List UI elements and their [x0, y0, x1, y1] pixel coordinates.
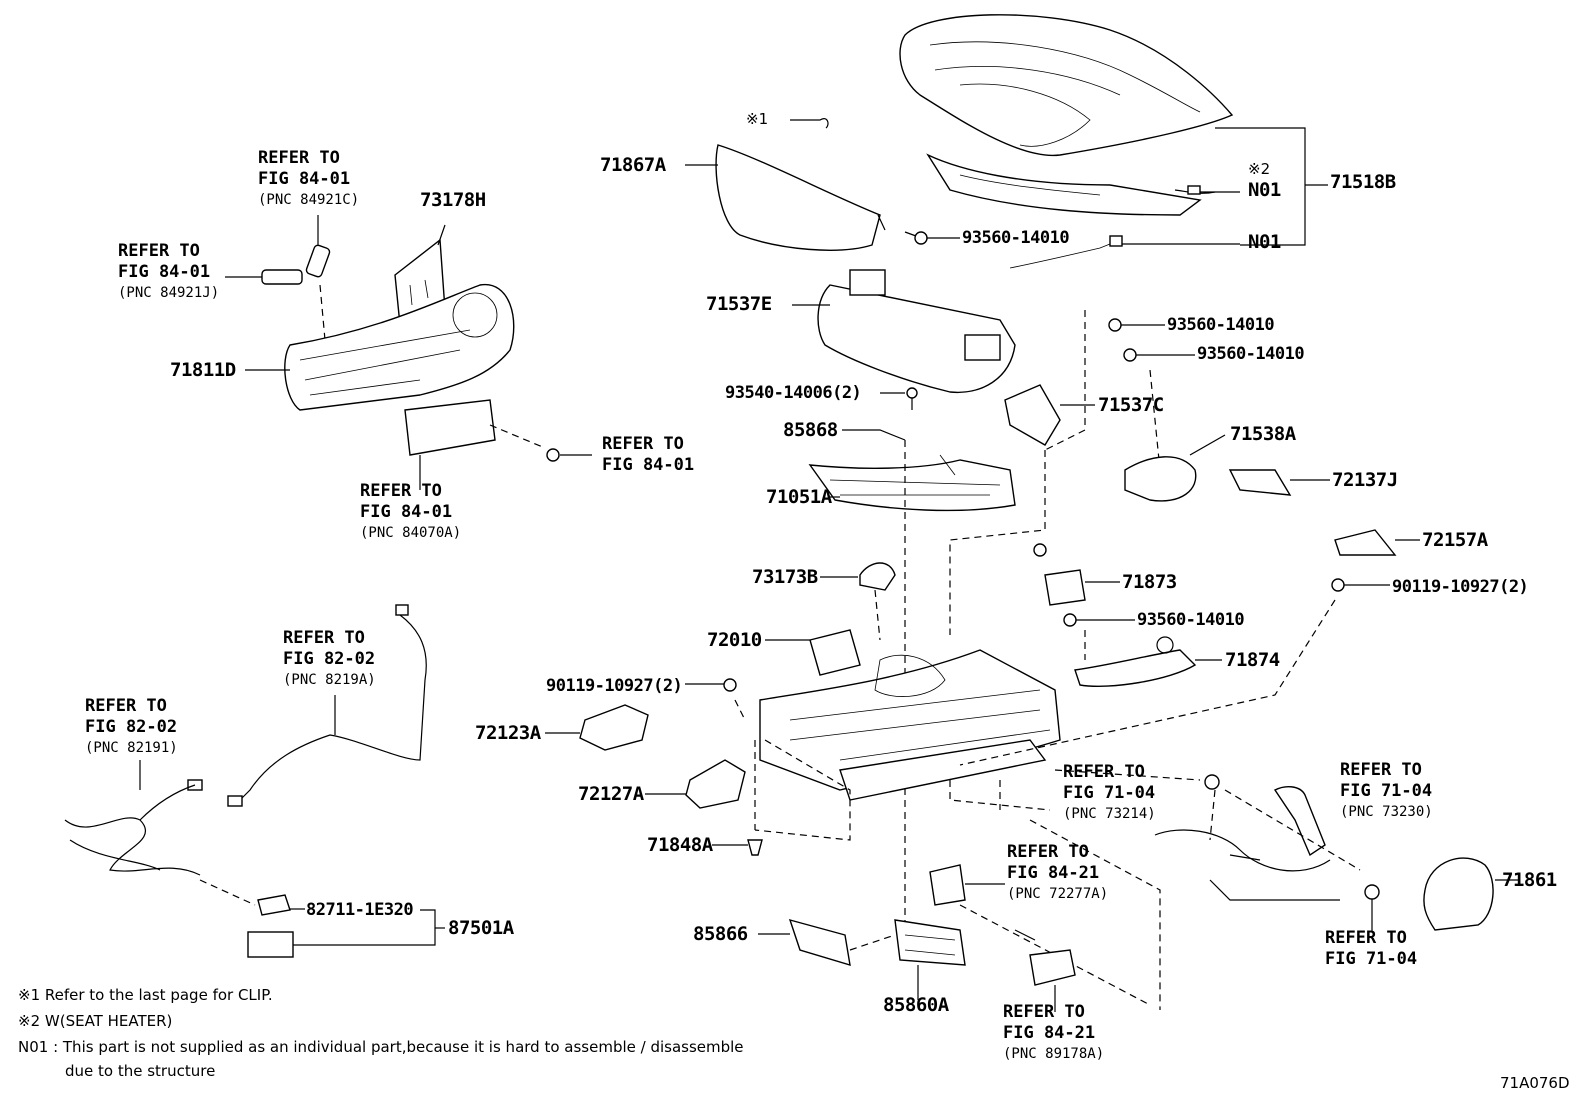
refer-line: REFER TO [85, 696, 167, 716]
refer-fig-71-04-73214: REFER TO FIG 71-04 (PNC 73214) [1063, 762, 1156, 825]
part-label-93560-d: 93560-14010 [1137, 610, 1245, 630]
part-label-71874: 71874 [1225, 649, 1280, 671]
refer-line: REFER TO [118, 241, 200, 261]
refer-line: REFER TO [1325, 928, 1407, 948]
refer-line: REFER TO [1063, 762, 1145, 782]
refer-pnc: (PNC 84921J) [118, 285, 220, 301]
refer-fig: FIG 71-04 [1325, 949, 1418, 969]
part-label-93560-c: 93560-14010 [1197, 344, 1305, 364]
refer-fig-84-01-bolt: REFER TO FIG 84-01 [602, 434, 694, 476]
part-label-71537E: 71537E [706, 293, 772, 315]
part-label-93560-b: 93560-14010 [1167, 315, 1275, 335]
refer-fig: FIG 84-01 [258, 169, 351, 189]
refer-fig-84-01-84070A: REFER TO FIG 84-01 (PNC 84070A) [360, 481, 461, 544]
refer-fig: FIG 82-02 [283, 649, 376, 669]
part-label-73178H: 73178H [420, 189, 486, 211]
part-label-71873: 71873 [1122, 571, 1177, 593]
refer-pnc: (PNC 73214) [1063, 806, 1156, 822]
part-label-72127A: 72127A [578, 783, 644, 805]
part-label-90119-a: 90119-10927(2) [546, 676, 683, 696]
note-mark-1: ※1 [746, 110, 769, 128]
part-label-93560-a: 93560-14010 [962, 228, 1070, 248]
refer-fig-82-02-8219A: REFER TO FIG 82-02 (PNC 8219A) [283, 628, 376, 691]
refer-fig: FIG 84-01 [118, 262, 211, 282]
part-label-n01-heater: N01 [1248, 179, 1281, 201]
refer-line: REFER TO [602, 434, 684, 454]
refer-fig: FIG 71-04 [1063, 783, 1156, 803]
figure-id: 71A076D [1500, 1074, 1570, 1092]
refer-fig-82-02-82191: REFER TO FIG 82-02 (PNC 82191) [85, 696, 178, 759]
part-label-87501A: 87501A [448, 917, 514, 939]
part-label-71848A: 71848A [647, 834, 713, 856]
refer-fig-71-04-73230: REFER TO FIG 71-04 (PNC 73230) [1340, 760, 1433, 823]
part-label-71811D: 71811D [170, 359, 236, 381]
note-mark-2: ※2 [1248, 160, 1271, 178]
refer-fig-71-04-nut: REFER TO FIG 71-04 [1325, 928, 1417, 970]
seat-frame-drawing [759, 629, 1061, 801]
part-label-85860A: 85860A [883, 994, 949, 1016]
part-label-72137J: 72137J [1332, 469, 1398, 491]
refer-line: REFER TO [258, 148, 340, 168]
part-label-73173B: 73173B [752, 566, 818, 588]
refer-line: REFER TO [360, 481, 442, 501]
refer-fig: FIG 71-04 [1340, 781, 1433, 801]
footnote-seat-heater: ※2 W(SEAT HEATER) [18, 1012, 173, 1030]
refer-line: REFER TO [1340, 760, 1422, 780]
refer-fig-84-21-89178A: REFER TO FIG 84-21 (PNC 89178A) [1003, 1002, 1104, 1065]
part-label-71051A: 71051A [766, 486, 832, 508]
part-label-71538A: 71538A [1230, 423, 1296, 445]
part-label-93540: 93540-14006(2) [725, 383, 862, 403]
refer-pnc: (PNC 82191) [85, 740, 178, 756]
refer-fig: FIG 84-01 [360, 502, 453, 522]
footnote-n01-cont: due to the structure [65, 1062, 216, 1080]
seat-cushion-cover-drawing [899, 14, 1234, 216]
refer-fig: FIG 84-01 [602, 455, 695, 475]
part-label-71537C: 71537C [1098, 394, 1164, 416]
refer-fig: FIG 84-21 [1003, 1023, 1096, 1043]
refer-line: REFER TO [1007, 842, 1089, 862]
refer-fig: FIG 82-02 [85, 717, 178, 737]
part-label-72157A: 72157A [1422, 529, 1488, 551]
part-label-71518B: 71518B [1330, 171, 1396, 193]
part-label-n01: N01 [1248, 231, 1281, 253]
footnote-clip: ※1 Refer to the last page for CLIP. [18, 986, 273, 1004]
refer-pnc: (PNC 72277A) [1007, 886, 1109, 902]
part-label-82711: 82711-1E320 [306, 900, 414, 920]
part-label-72123A: 72123A [475, 722, 541, 744]
refer-pnc: (PNC 89178A) [1003, 1046, 1105, 1062]
part-label-71861: 71861 [1502, 869, 1557, 891]
footnote-n01: N01 : This part is not supplied as an in… [18, 1038, 744, 1056]
refer-fig: FIG 84-21 [1007, 863, 1100, 883]
refer-pnc: (PNC 84921C) [258, 192, 360, 208]
refer-fig-84-01-84921J: REFER TO FIG 84-01 (PNC 84921J) [118, 241, 219, 304]
refer-pnc: (PNC 73230) [1340, 804, 1433, 820]
refer-fig-84-01-84921C: REFER TO FIG 84-01 (PNC 84921C) [258, 148, 359, 211]
refer-pnc: (PNC 8219A) [283, 672, 376, 688]
part-label-85868: 85868 [783, 419, 838, 441]
part-label-85866: 85866 [693, 923, 748, 945]
refer-pnc: (PNC 84070A) [360, 525, 462, 541]
part-label-90119-b: 90119-10927(2) [1392, 577, 1529, 597]
refer-line: REFER TO [1003, 1002, 1085, 1022]
refer-fig-84-21-72277A: REFER TO FIG 84-21 (PNC 72277A) [1007, 842, 1108, 905]
refer-line: REFER TO [283, 628, 365, 648]
part-label-72010: 72010 [707, 629, 762, 651]
part-label-71867A: 71867A [600, 154, 666, 176]
